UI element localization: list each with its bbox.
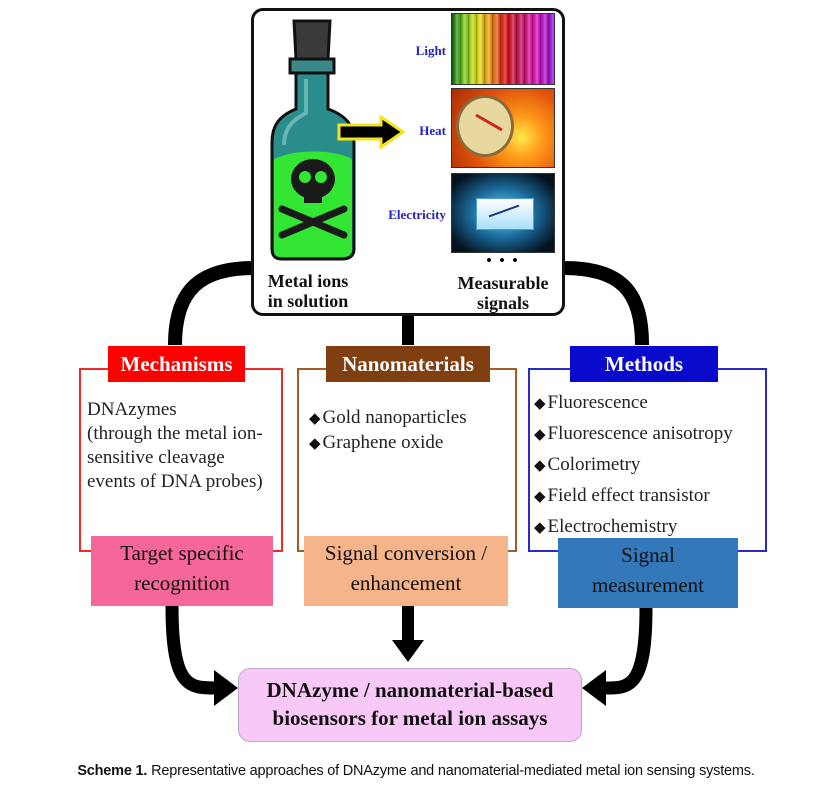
ellipsis: • • • bbox=[486, 253, 520, 269]
methods-panel: ◆Fluorescence ◆Fluorescence anisotropy ◆… bbox=[528, 368, 767, 552]
nanomaterials-list: ◆Gold nanoparticles ◆Graphene oxide bbox=[309, 406, 467, 456]
methods-list: ◆Fluorescence ◆Fluorescence anisotropy ◆… bbox=[534, 388, 733, 543]
method-item: ◆Electrochemistry bbox=[534, 512, 733, 543]
left-caption-line1: Metal ions bbox=[267, 271, 349, 291]
arrow-right-to-result bbox=[603, 607, 653, 695]
nanomaterial-label: Gold nanoparticles bbox=[322, 407, 467, 428]
arrow-right-head bbox=[582, 670, 606, 706]
signal-label-light: Light bbox=[415, 43, 446, 58]
mechanisms-line: DNAzymes bbox=[87, 399, 177, 420]
nanomaterial-label: Graphene oxide bbox=[322, 432, 444, 453]
connector-top-right bbox=[562, 261, 649, 346]
footer-line: recognition bbox=[134, 571, 230, 595]
rainbow-light-image bbox=[451, 13, 555, 85]
caption-label: Scheme 1. bbox=[77, 763, 148, 779]
mechanisms-panel: DNAzymes (through the metal ion- sensiti… bbox=[79, 368, 283, 552]
method-item: ◆Fluorescence anisotropy bbox=[534, 419, 733, 450]
diamond-bullet-icon: ◆ bbox=[309, 411, 321, 427]
signal-measurement-box: Signal measurement bbox=[558, 538, 738, 608]
right-caption-line1: Measurable bbox=[457, 273, 549, 293]
poison-bottle-icon bbox=[270, 19, 356, 261]
footer-line: measurement bbox=[592, 573, 704, 597]
method-label: Colorimetry bbox=[547, 454, 641, 475]
mechanisms-line: events of DNA probes) bbox=[87, 471, 263, 492]
result-line: DNAzyme / nanomaterial-based bbox=[266, 678, 554, 702]
right-caption: Measurable signals bbox=[444, 273, 562, 313]
method-label: Electrochemistry bbox=[547, 516, 678, 537]
diamond-bullet-icon: ◆ bbox=[534, 427, 546, 443]
thermometer-fire-image bbox=[451, 88, 555, 168]
mechanisms-title: Mechanisms bbox=[108, 346, 245, 382]
method-label: Field effect transistor bbox=[547, 485, 710, 506]
method-item: ◆Field effect transistor bbox=[534, 481, 733, 512]
diamond-bullet-icon: ◆ bbox=[309, 436, 321, 452]
right-caption-line2: signals bbox=[476, 293, 530, 313]
signal-conversion-box: Signal conversion / enhancement bbox=[304, 536, 508, 606]
mechanisms-line: sensitive cleavage bbox=[87, 447, 225, 468]
yellow-arrow-icon bbox=[337, 115, 406, 149]
biosensor-result-box: DNAzyme / nanomaterial-based biosensors … bbox=[238, 668, 582, 742]
mechanisms-text: DNAzymes (through the metal ion- sensiti… bbox=[87, 398, 263, 494]
methods-title: Methods bbox=[570, 346, 718, 382]
metal-ions-signals-box: Metal ions in solution Light Heat Electr… bbox=[251, 8, 565, 316]
connector-top-left bbox=[168, 261, 255, 346]
footer-line: Signal conversion / bbox=[324, 541, 488, 565]
battery-electric-image bbox=[451, 173, 555, 253]
footer-line: Signal bbox=[621, 543, 675, 567]
result-line: biosensors for metal ion assays bbox=[272, 706, 548, 730]
figure-caption: Scheme 1. Representative approaches of D… bbox=[0, 763, 832, 779]
diamond-bullet-icon: ◆ bbox=[534, 489, 546, 505]
footer-line: enhancement bbox=[350, 571, 462, 595]
footer-line: Target specific bbox=[120, 541, 244, 565]
target-recognition-box: Target specific recognition bbox=[91, 536, 273, 606]
signal-label-heat: Heat bbox=[419, 123, 446, 138]
nanomaterial-item: ◆Gold nanoparticles bbox=[309, 406, 467, 431]
left-caption: Metal ions in solution bbox=[258, 271, 358, 311]
method-label: Fluorescence bbox=[547, 392, 648, 413]
arrow-center-head bbox=[392, 640, 424, 662]
arrow-left-to-result bbox=[165, 605, 219, 695]
nanomaterials-title: Nanomaterials bbox=[326, 346, 490, 382]
nanomaterials-panel: ◆Gold nanoparticles ◆Graphene oxide bbox=[297, 368, 517, 552]
diamond-bullet-icon: ◆ bbox=[534, 396, 546, 412]
method-label: Fluorescence anisotropy bbox=[547, 423, 733, 444]
method-item: ◆Fluorescence bbox=[534, 388, 733, 419]
left-caption-line2: in solution bbox=[267, 291, 349, 311]
mechanisms-line: (through the metal ion- bbox=[87, 423, 263, 444]
diamond-bullet-icon: ◆ bbox=[534, 520, 546, 536]
signal-label-electricity: Electricity bbox=[388, 207, 446, 222]
nanomaterial-item: ◆Graphene oxide bbox=[309, 431, 467, 456]
caption-text: Representative approaches of DNAzyme and… bbox=[147, 763, 755, 779]
arrow-left-head bbox=[214, 670, 238, 706]
method-item: ◆Colorimetry bbox=[534, 450, 733, 481]
diamond-bullet-icon: ◆ bbox=[534, 458, 546, 474]
